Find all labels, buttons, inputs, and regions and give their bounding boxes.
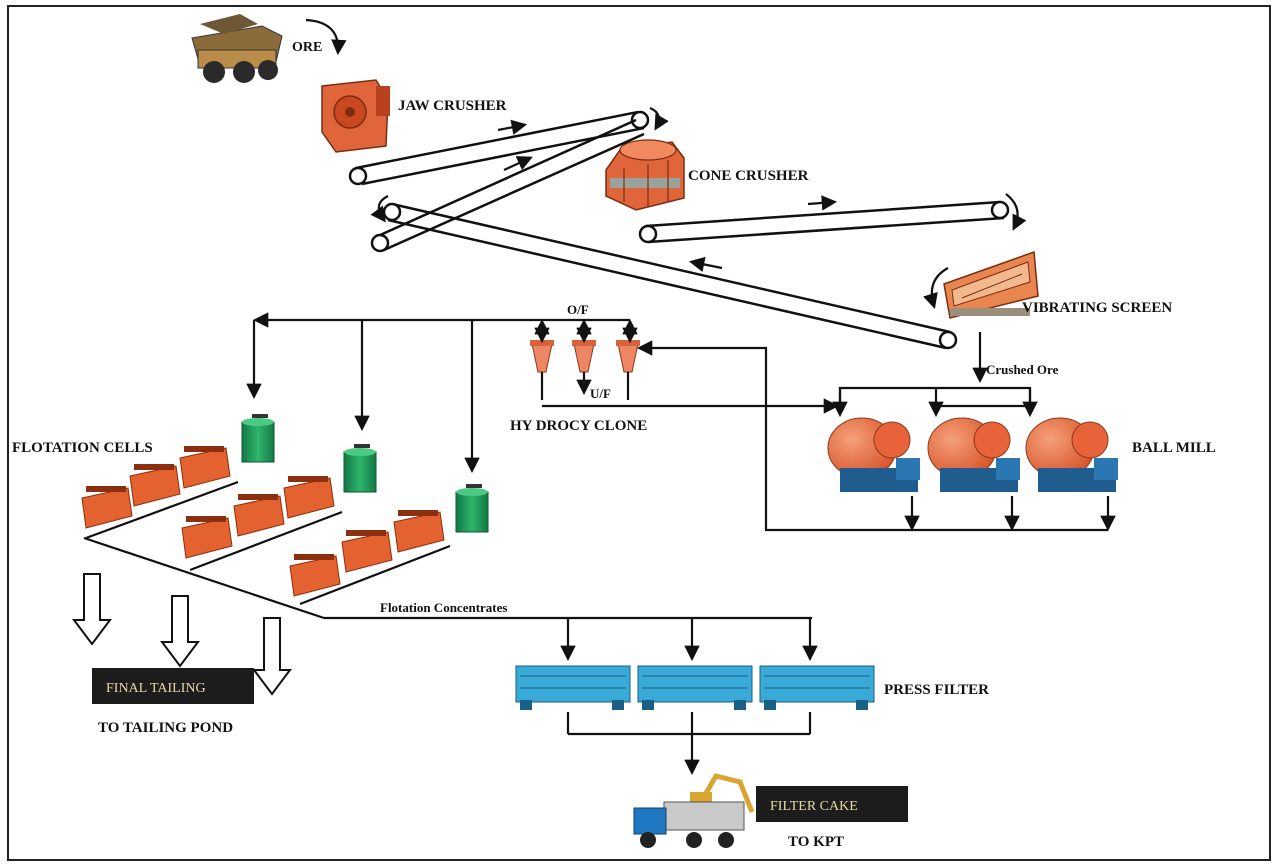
to-kpt-label: TO KPT (788, 834, 844, 850)
hydrocyclone-icon (530, 340, 554, 373)
concentrate-trunk-line (83, 536, 325, 620)
jaw-crusher-label: JAW CRUSHER (398, 98, 507, 114)
dump-truck-icon (191, 14, 283, 83)
flotation-cells-label: FLOTATION CELLS (12, 440, 153, 456)
flotation-cell-bank-3 (289, 510, 445, 597)
filter-cake-label: FILTER CAKE (770, 799, 858, 814)
flotation-cell-icon (179, 446, 231, 489)
head-pulley-turn-arrow (649, 106, 669, 131)
underflow-label: U/F (590, 386, 611, 401)
conveyor-belt-1 (348, 110, 650, 186)
screen-feed-arrow (923, 267, 949, 309)
tailing-arrow-icon (72, 573, 112, 646)
final-tailing-label: FINAL TAILING (106, 681, 206, 696)
conveyor-belt-2 (370, 118, 645, 253)
press-filter-icon (515, 665, 631, 710)
press-filter-label: PRESS FILTER (884, 682, 989, 698)
tailing-arrow-icon (252, 617, 292, 696)
conveyor-belt-4 (370, 195, 958, 350)
cone-crusher-label: CONE CRUSHER (688, 168, 809, 184)
flotation-cell-bank-2 (181, 476, 335, 559)
vibrating-screen-label: VIBRATING SCREEN (1022, 300, 1172, 316)
ball-mill-icon (1025, 417, 1118, 492)
flotation-cell-icon (289, 554, 341, 597)
crushed-ore-label: Crushed Ore (986, 362, 1059, 377)
flotation-cell-icon (181, 516, 233, 559)
conveyor-belt-3 (638, 193, 1027, 244)
press-filter-icon (759, 665, 875, 710)
jaw-crusher-icon (321, 79, 390, 153)
ore-feed-arrow (305, 18, 347, 56)
flotation-cell-icon (393, 510, 445, 553)
flotation-cell-icon (81, 486, 133, 529)
loader-truck-icon (633, 773, 755, 848)
filter-cake-box (756, 786, 908, 822)
cone-crusher-icon (605, 139, 685, 211)
overflow-label: O/F (567, 302, 589, 317)
flotation-cell-icon (129, 464, 181, 507)
conditioning-tank-icon (241, 414, 275, 463)
conditioning-tank-icon (343, 444, 377, 493)
hydrocyclone-label: HY DROCY CLONE (510, 418, 647, 434)
flotation-cell-icon (341, 530, 393, 573)
flotation-cell-bank-1 (81, 446, 231, 529)
tailing-arrow-icon (160, 595, 200, 668)
flotation-concentrates-label: Flotation Concentrates (380, 600, 507, 615)
final-tailing-box (92, 668, 254, 704)
conditioning-tank-icon (455, 484, 489, 533)
ball-mill-icon (827, 417, 920, 492)
mill-discharge-return (636, 340, 1108, 532)
press-filter-icon (637, 665, 753, 710)
hydrocyclone-icon (616, 340, 640, 373)
to-tailing-pond-label: TO TAILING POND (98, 720, 233, 736)
vibrating-screen-icon (943, 250, 1039, 319)
ore-label: ORE (292, 40, 322, 55)
ball-mill-icon (927, 417, 1020, 492)
ball-mill-label: BALL MILL (1132, 440, 1216, 456)
flotation-cell-icon (283, 476, 335, 519)
hydrocyclone-icon (572, 340, 596, 373)
flotation-cell-icon (233, 494, 285, 537)
diagram-border (7, 5, 1271, 861)
